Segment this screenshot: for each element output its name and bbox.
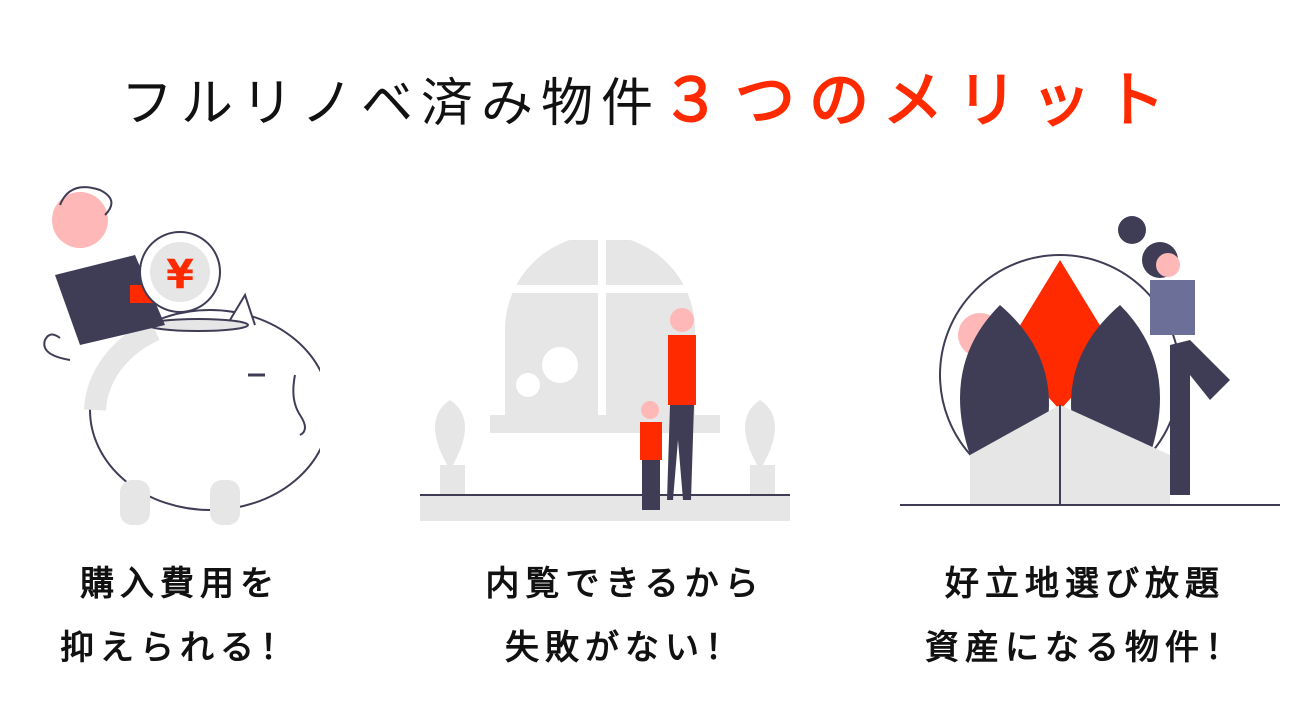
title-accent: ３つのメリット (661, 66, 1179, 136)
mother-child-window-icon (420, 240, 790, 521)
page-title: フルリノベ済み物件３つのメリット (0, 52, 1300, 139)
building-trees-woman-icon (900, 216, 1280, 506)
merit-2-line1: 内覧できるから (485, 564, 765, 604)
merit-1-line2: 抑えられる！ (60, 628, 300, 668)
merit-2-caption: 内覧できるから 失敗がない！ (425, 552, 825, 680)
merit-3-line2: 資産になる物件！ (925, 628, 1245, 668)
merit-1-caption: 購入費用を 抑えられる！ (0, 552, 380, 680)
title-main: フルリノベ済み物件 (120, 74, 661, 134)
merit-1-line1: 購入費用を (80, 564, 280, 604)
piggy-bank-yen-icon: ¥ (43, 186, 320, 525)
yen-coin: ¥ (166, 252, 194, 298)
merit-2-line2: 失敗がない！ (505, 628, 745, 668)
merit-3-caption: 好立地選び放題 資産になる物件！ (885, 552, 1285, 680)
merit-3-line1: 好立地選び放題 (945, 564, 1225, 604)
